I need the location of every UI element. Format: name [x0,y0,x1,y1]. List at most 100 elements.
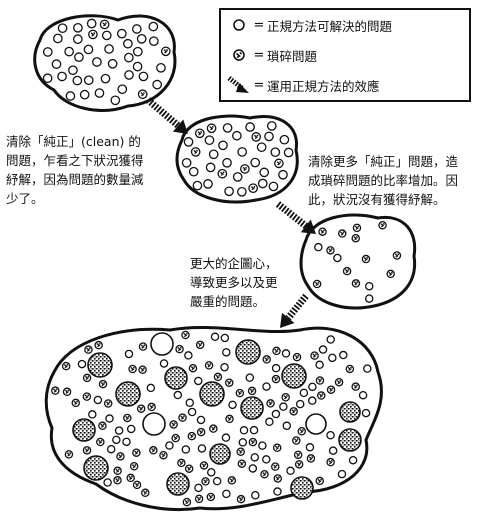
solvable-problem [232,130,242,141]
solvable-problem [131,24,142,34]
trivial-problem [213,372,223,382]
solvable-problem [203,179,213,189]
trivial-problem [149,446,158,455]
solvable-problem [250,453,260,462]
effect-arrow [275,201,316,234]
solvable-problem [258,441,267,450]
solvable-problem [196,415,206,425]
trivial-problem [271,374,281,384]
solvable-problem [83,75,94,86]
trivial-problem [345,364,355,374]
solvable-problem [112,435,121,445]
blob-4-problems [51,330,372,507]
solvable-problem [124,349,134,359]
solvable-problem [248,464,258,473]
solvable-problem [117,84,128,95]
annotation-left-line-2: 問題，乍看之下狀況獲得 [6,153,144,168]
trivial-problem [315,476,325,486]
trivial-problem [386,269,395,279]
trivial-problem [315,376,325,385]
solvable-problem [250,157,261,168]
solvable-problem [308,382,317,392]
solvable-problem [104,44,114,54]
trivial-problem [273,474,283,483]
trivial-problem [262,355,271,364]
solvable-problem [53,33,63,44]
trivial-problem [62,387,72,397]
solvable-problem [326,430,335,440]
trivial-problem [237,459,247,468]
solvable-problem [146,383,156,393]
trivial-problem [196,427,206,437]
severe-problem [115,381,141,407]
solvable-problem [279,134,290,145]
trivial-problem [260,469,269,479]
solvable-problem [315,360,324,370]
solvable-problem [192,180,203,191]
trivial-problem [147,402,156,412]
solvable-problem [77,359,87,369]
solvable-problem [314,242,323,252]
trivial-problem [326,385,336,394]
solvable-problem [283,147,294,158]
solvable-problem [122,437,131,447]
trivial-problem [338,229,347,238]
solvable-problem [251,490,260,500]
solvable-problem [245,122,255,132]
solvable-problem [256,142,267,153]
solvable-problem [152,79,163,90]
solvable-problem [348,455,358,465]
solvable-problem [101,30,112,41]
annotation-right-line-2: 成瑣碎問題的比率增加。因 [308,173,459,188]
solvable-problem [245,373,255,382]
solvable-problem [232,172,243,182]
solvable-problem [194,483,203,493]
trivial-problem [334,377,344,387]
solvable-problem [328,353,337,363]
solvable-problem [138,71,149,82]
solvable-problem [100,73,111,84]
severe-problem [164,366,188,390]
trivial-problem [342,266,352,276]
annotation-middle-line-2: 導致更多以及更 [190,275,278,290]
trivial-problem [209,424,218,433]
solvable-problem [181,445,191,454]
solvable-problem [281,349,291,358]
severe-problem [281,363,307,389]
trivial-problem [84,345,93,354]
trivial-problem [235,388,245,398]
trivial-problem [351,382,360,391]
trivial-problem [247,386,257,396]
solvable-problem [72,75,83,86]
trivial-problem [240,164,250,174]
trivial-problem [113,466,122,476]
solvable-problem [94,88,105,98]
solvable-problem [103,478,112,487]
effect-arrow [280,293,309,328]
solvable-problem [218,140,228,151]
trivial-problem [316,391,326,400]
solvable-problem [237,147,248,157]
severe-problem [339,401,361,423]
severe-problem [209,443,231,465]
solvable-problem [212,476,222,486]
trivial-problem [181,330,190,340]
trivial-problem [138,342,148,351]
trivial-problem [236,494,246,504]
solvable-problem [124,70,134,80]
large-problem [150,332,174,356]
trivial-problem [206,123,217,134]
trivial-problem [96,437,105,447]
solvable-problem [249,425,259,435]
trivial-problem [292,436,301,445]
trivial-problem [128,364,137,374]
trivial-problem [123,413,132,423]
trivial-problem [201,477,210,486]
trivial-problem [236,447,245,456]
solvable-problem [116,28,127,39]
trivial-problem [184,464,194,473]
trivial-problem [136,404,146,413]
solvable-problem [339,350,348,360]
trivial-problem [248,183,258,194]
dashed-arrow-icon [227,76,249,93]
